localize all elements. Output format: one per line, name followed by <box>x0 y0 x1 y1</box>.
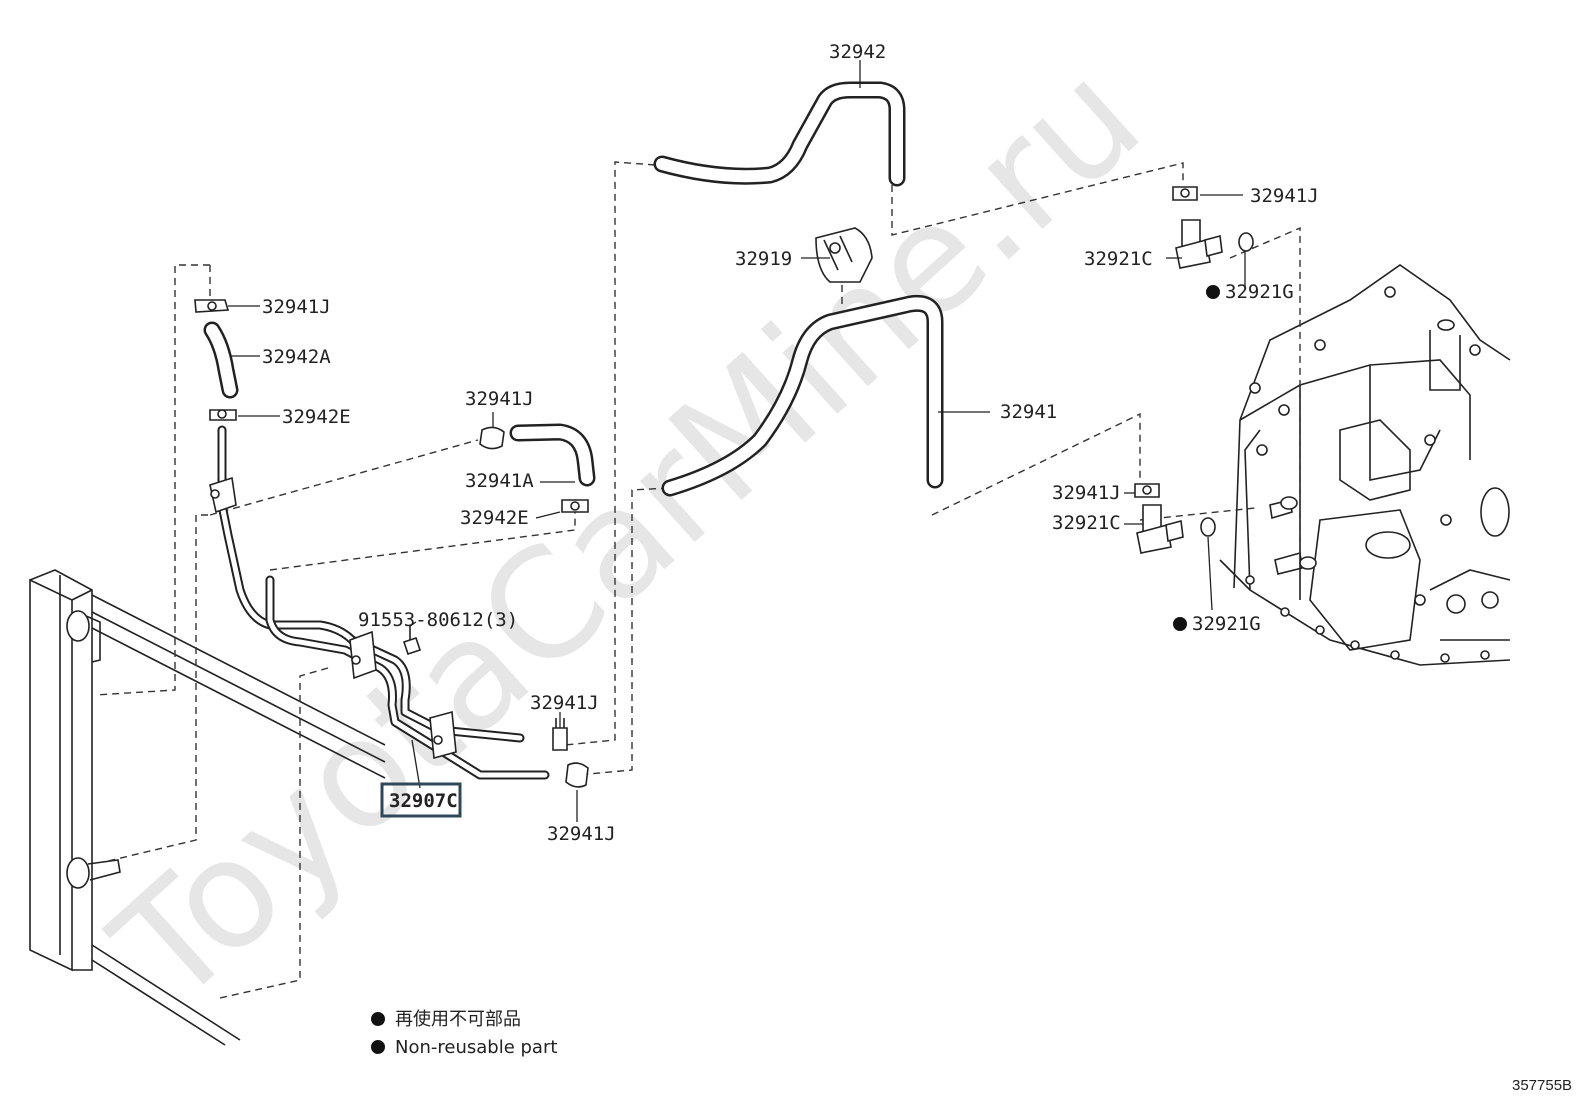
label-32921g-top-right[interactable]: 32921G <box>1225 281 1294 303</box>
cooler-pipe-32907c <box>209 425 550 780</box>
bolt-91553 <box>402 636 422 656</box>
hose-32941 <box>661 294 944 497</box>
highlight-box-32907c <box>380 782 462 818</box>
legend-marker-1 <box>371 1012 385 1026</box>
hose-32942a <box>203 321 239 399</box>
label-91553-80612[interactable]: 91553-80612(3) <box>358 609 518 631</box>
label-32941j-bottom-center[interactable]: 32941J <box>530 692 599 714</box>
transmission-case <box>1219 264 1511 666</box>
legend-marker-2 <box>371 1040 385 1054</box>
guide-lines <box>95 161 1301 999</box>
label-32942[interactable]: 32942 <box>829 41 886 63</box>
label-32907c[interactable]: 32907C <box>389 790 458 812</box>
diagram-reference-number: 357755B <box>1512 1077 1572 1094</box>
bracket-32919 <box>815 227 873 283</box>
radiator-fitting-lower <box>66 857 90 889</box>
label-32941j-top-right[interactable]: 32941J <box>1250 185 1319 207</box>
leader-lines <box>228 60 1246 822</box>
label-32941j-bottom[interactable]: 32941J <box>547 823 616 845</box>
non-reusable-marker-br <box>1173 617 1187 631</box>
label-32941j-mid-right[interactable]: 32941J <box>1052 482 1121 504</box>
watermark-text: ToyotaCarMine.ru <box>82 31 1173 1038</box>
label-32941a[interactable]: 32941A <box>465 470 534 492</box>
label-32941[interactable]: 32941 <box>1000 401 1057 423</box>
gasket-32921g-br <box>1200 517 1216 537</box>
non-reusable-marker-tr <box>1206 285 1220 299</box>
clamps <box>194 186 1254 788</box>
part-labels: 32942 32941J 32919 32921C 32921G 32941 3… <box>262 41 1319 845</box>
label-32921c-mid-right[interactable]: 32921C <box>1052 512 1121 534</box>
label-32941j-mid-left[interactable]: 32941J <box>465 388 534 410</box>
label-32942e-mid-left[interactable]: 32942E <box>460 507 529 529</box>
hose-32942 <box>653 81 906 187</box>
radiator <box>29 569 386 1046</box>
hose-32941a <box>509 423 596 487</box>
gasket-32921g-tr <box>1238 232 1254 252</box>
label-32921g-bottom-right[interactable]: 32921G <box>1192 613 1261 635</box>
legend-text-english: Non-reusable part <box>395 1037 557 1058</box>
clamp-32941j-bb <box>565 762 589 788</box>
legend: 再使用不可部品 Non-reusable part <box>371 1009 557 1058</box>
label-32921c-top-right[interactable]: 32921C <box>1084 248 1153 270</box>
clamp-32941j-ml <box>479 426 505 450</box>
radiator-fitting-upper <box>66 610 90 642</box>
legend-text-japanese: 再使用不可部品 <box>395 1009 521 1030</box>
label-32942a[interactable]: 32942A <box>262 346 331 368</box>
label-32919[interactable]: 32919 <box>735 248 792 270</box>
label-32941j-top-left[interactable]: 32941J <box>262 296 331 318</box>
label-32942e-top-left[interactable]: 32942E <box>282 406 351 428</box>
clamp-32941j-bc <box>552 727 568 751</box>
